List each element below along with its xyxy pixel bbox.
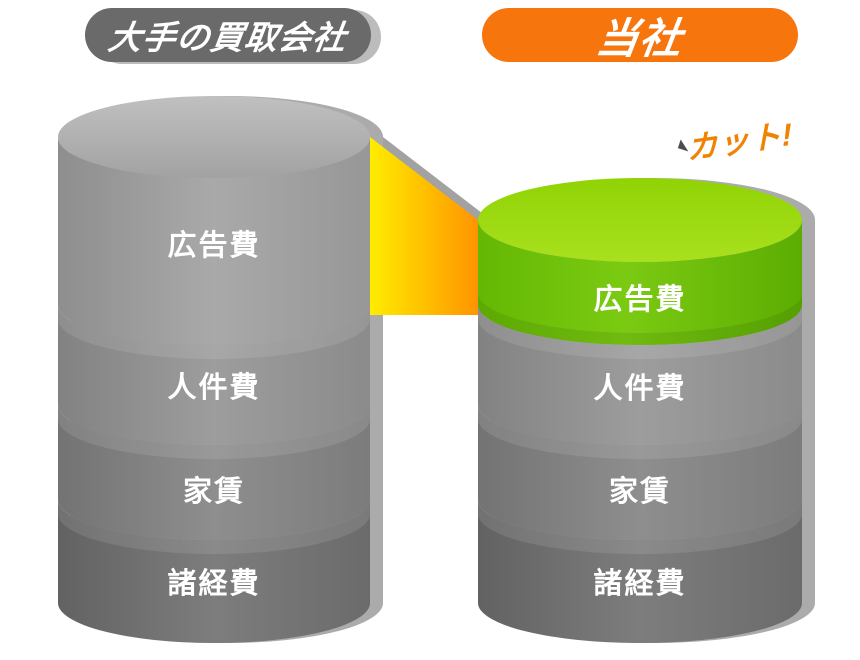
competitor-segment-shokeihi (58, 500, 370, 643)
company-label-jinkenhi: 人件費 (593, 373, 687, 405)
competitor-segment-yachin (58, 405, 370, 540)
competitor-label-jinkenhi: 人件費 (167, 372, 261, 404)
company-segment-shokeihi (478, 500, 802, 643)
competitor-header-label: 大手の買取会社 (106, 19, 350, 56)
competitor-cylinder-top (58, 96, 370, 178)
competitor-cylinder (58, 96, 370, 643)
company-label-yachin: 家賃 (608, 476, 672, 508)
company-segment-yachin (478, 405, 802, 540)
cut-wedge (370, 137, 478, 315)
competitor-label-shokeihi: 諸経費 (167, 568, 261, 600)
company-cylinder-top-green (478, 178, 802, 262)
company-segment-jinkenhi (478, 305, 802, 445)
competitor-segment-jinkenhi (58, 305, 370, 445)
company-segment-koukokuhi-green (478, 220, 802, 345)
company-label-koukokuhi: 広告費 (593, 284, 687, 316)
company-label-shokeihi: 諸経費 (593, 568, 687, 600)
competitor-label-koukokuhi: 広告費 (167, 230, 261, 262)
competitor-label-yachin: 家賃 (182, 476, 246, 508)
company-header-pill: 当社 (482, 8, 798, 62)
company-header-label: 当社 (593, 14, 686, 62)
competitor-header-pill: 大手の買取会社 (85, 8, 371, 62)
competitor-segment-koukokuhi (58, 137, 370, 345)
company-cylinder (478, 178, 802, 643)
